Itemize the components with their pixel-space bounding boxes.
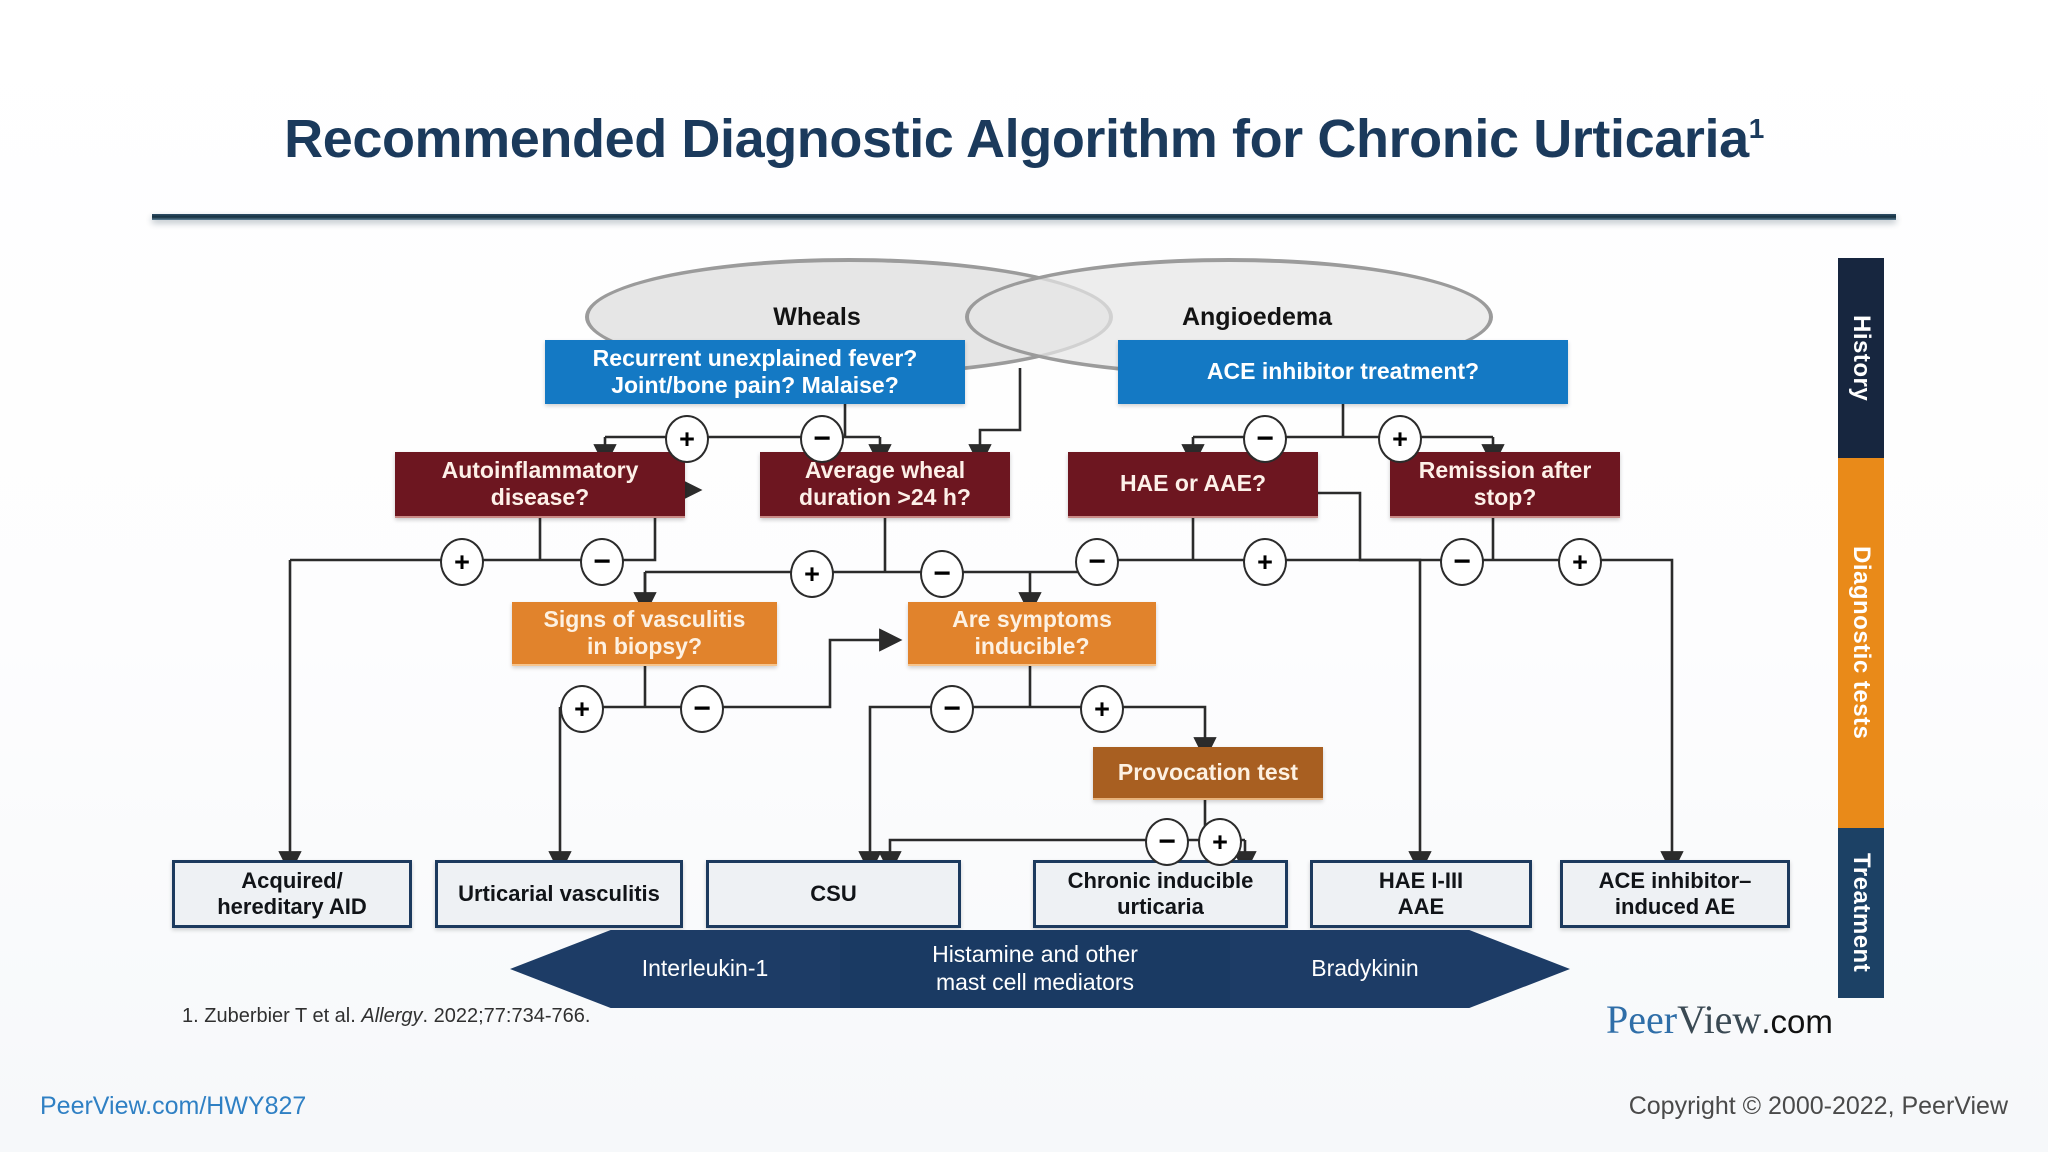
box-are-symptoms-inducible[interactable]: Are symptoms inducible?	[908, 602, 1156, 666]
title-divider	[152, 214, 1896, 220]
rail-diagnostic-tests-label: Diagnostic tests	[1848, 546, 1875, 740]
box-signs-of-vasculitis[interactable]: Signs of vasculitis in biopsy?	[512, 602, 777, 666]
banner-histamine-line1: Histamine and other	[932, 941, 1138, 968]
outcome-chronic-inducible-urticaria[interactable]: Chronic inducible urticaria	[1033, 860, 1288, 928]
box-remission-line1: Remission after	[1418, 456, 1592, 483]
outcome-urticarial-vasculitis-label: Urticarial vasculitis	[458, 881, 660, 907]
outcome-hae-line1: HAE I-III	[1378, 868, 1464, 894]
banner-histamine-line2: mast cell mediators	[935, 969, 1135, 995]
rail-history: History	[1838, 258, 1884, 458]
box-inducible-line2: inducible?	[974, 633, 1090, 659]
box-vasculitis-line1: Signs of vasculitis	[543, 605, 746, 632]
box-provocation-test-label: Provocation test	[1117, 758, 1299, 785]
ellipse-angioedema-label: Angioedema	[1181, 302, 1333, 331]
sign-ace-plus: +	[1378, 415, 1422, 463]
rail-treatment-label: Treatment	[1848, 853, 1875, 973]
outcome-acquired-hereditary-aid[interactable]: Acquired/ hereditary AID	[172, 860, 412, 928]
banner-il1-label: Interleukin-1	[641, 955, 769, 982]
outcome-hae-aae[interactable]: HAE I-III AAE	[1310, 860, 1532, 928]
footer-copyright: Copyright © 2000-2022, PeerView	[1628, 1092, 2008, 1120]
ellipse-wheals-label: Wheals	[773, 302, 861, 331]
sign-autoinflammatory-minus: −	[580, 538, 624, 586]
banner-segment-bradykinin: Bradykinin	[1230, 930, 1500, 1008]
title-text: Recommended Diagnostic Algorithm for Chr…	[284, 109, 1749, 169]
citation-prefix: 1. Zuberbier T et al.	[182, 1005, 362, 1027]
box-autoinflammatory-line1: Autoinflammatory	[441, 456, 639, 483]
outcome-ace-ae-line2: induced AE	[1614, 894, 1736, 919]
mediator-banner: Interleukin-1 Histamine and other mast c…	[510, 930, 1570, 1008]
banner-segment-interleukin-1: Interleukin-1	[570, 930, 840, 1008]
sign-provocation-plus: +	[1198, 818, 1242, 866]
box-provocation-test[interactable]: Provocation test	[1093, 747, 1323, 800]
rail-treatment: Treatment	[1838, 828, 1884, 998]
box-ace-inhibitor-treatment[interactable]: ACE inhibitor treatment?	[1118, 340, 1568, 404]
sign-hae-plus: +	[1243, 538, 1287, 586]
outcome-ace-ae-line1: ACE inhibitor–	[1598, 868, 1752, 894]
page-title: Recommended Diagnostic Algorithm for Chr…	[0, 108, 2048, 170]
footer-link[interactable]: PeerView.com/HWY827	[40, 1092, 307, 1120]
box-inducible-line1: Are symptoms	[952, 605, 1112, 632]
sign-autoinflammatory-plus: +	[440, 538, 484, 586]
sign-vasculitis-plus: +	[560, 685, 604, 733]
box-recurrent-fever[interactable]: Recurrent unexplained fever? Joint/bone …	[545, 340, 965, 404]
box-vasculitis-line2: in biopsy?	[587, 633, 702, 659]
outcome-aid-line1: Acquired/	[241, 868, 343, 894]
citation-journal: Allergy	[361, 1005, 423, 1027]
citation-footnote: 1. Zuberbier T et al. Allergy. 2022;77:7…	[182, 1005, 590, 1028]
sign-remission-minus: −	[1440, 538, 1484, 586]
box-wheal-duration-line2: duration >24 h?	[799, 484, 971, 510]
box-recurrent-fever-line1: Recurrent unexplained fever?	[592, 344, 918, 371]
sign-inducible-minus: −	[930, 685, 974, 733]
sign-remission-plus: +	[1558, 538, 1602, 586]
box-recurrent-fever-line2: Joint/bone pain? Malaise?	[611, 372, 899, 398]
outcome-csu[interactable]: CSU	[706, 860, 961, 928]
sign-inducible-plus: +	[1080, 685, 1124, 733]
outcome-aid-line2: hereditary AID	[217, 894, 367, 919]
logo-part-peer: Peer	[1606, 997, 1678, 1042]
sign-hae-minus: −	[1075, 538, 1119, 586]
sign-fever-minus: −	[800, 415, 844, 463]
box-average-wheal-duration[interactable]: Average wheal duration >24 h?	[760, 452, 1010, 518]
box-hae-or-aae-label: HAE or AAE?	[1119, 470, 1267, 497]
outcome-chronic-inducible-line1: Chronic inducible	[1067, 868, 1254, 894]
box-remission-line2: stop?	[1473, 484, 1537, 510]
outcome-chronic-inducible-line2: urticaria	[1117, 894, 1204, 919]
logo-part-dotcom: .com	[1761, 1003, 1833, 1040]
rail-history-label: History	[1848, 314, 1875, 402]
sign-vasculitis-minus: −	[680, 685, 724, 733]
box-hae-or-aae[interactable]: HAE or AAE?	[1068, 452, 1318, 518]
box-remission-after-stop[interactable]: Remission after stop?	[1390, 452, 1620, 518]
sign-provocation-minus: −	[1145, 818, 1189, 866]
outcome-ace-inhibitor-induced-ae[interactable]: ACE inhibitor– induced AE	[1560, 860, 1790, 928]
banner-segment-histamine: Histamine and other mast cell mediators	[840, 930, 1230, 1008]
sign-ace-minus: −	[1243, 415, 1287, 463]
box-ace-inhibitor-treatment-label: ACE inhibitor treatment?	[1206, 358, 1480, 385]
outcome-hae-line2: AAE	[1397, 894, 1445, 919]
outcome-csu-label: CSU	[810, 881, 857, 907]
logo-part-view: View	[1677, 997, 1762, 1042]
rail-diagnostic-tests: Diagnostic tests	[1838, 458, 1884, 828]
box-autoinflammatory-line2: disease?	[490, 484, 590, 510]
outcome-urticarial-vasculitis[interactable]: Urticarial vasculitis	[435, 860, 683, 928]
box-wheal-duration-line1: Average wheal	[804, 456, 966, 483]
peerview-logo: PeerView.com	[1606, 996, 1833, 1043]
title-superscript: 1	[1748, 113, 1765, 144]
sign-wheal-duration-plus: +	[790, 550, 834, 598]
sign-wheal-duration-minus: −	[920, 550, 964, 598]
box-autoinflammatory-disease[interactable]: Autoinflammatory disease?	[395, 452, 685, 518]
banner-bradykinin-label: Bradykinin	[1311, 955, 1419, 982]
citation-suffix: . 2022;77:734-766.	[422, 1005, 591, 1027]
sign-fever-plus: +	[665, 415, 709, 463]
